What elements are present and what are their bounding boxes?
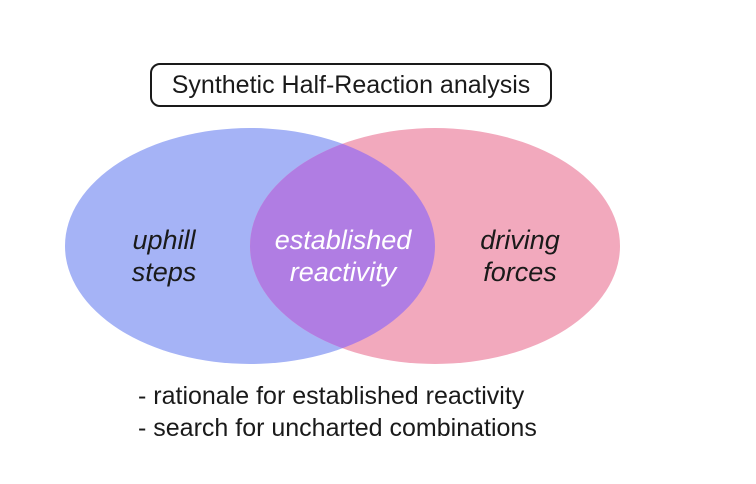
venn-label-driving-line2: forces <box>483 257 557 287</box>
venn-label-established-line1: established <box>274 225 412 255</box>
venn-label-driving-forces: driving forces <box>460 224 580 288</box>
venn-label-driving-line1: driving <box>480 225 560 255</box>
venn-label-uphill-steps: uphill steps <box>104 224 224 288</box>
venn-label-uphill-line1: uphill <box>132 225 196 255</box>
diagram-title: Synthetic Half-Reaction analysis <box>150 63 552 107</box>
venn-label-uphill-line2: steps <box>131 257 197 287</box>
bullet-item-search: - search for uncharted combinations <box>138 414 537 442</box>
venn-label-established-line2: reactivity <box>289 257 397 287</box>
bullet-list: - rationale for established reactivity -… <box>138 380 537 444</box>
bullet-item-rationale: - rationale for established reactivity <box>138 382 525 410</box>
venn-label-established-reactivity: established reactivity <box>258 224 428 288</box>
venn-overlap-established-reactivity <box>250 128 435 364</box>
